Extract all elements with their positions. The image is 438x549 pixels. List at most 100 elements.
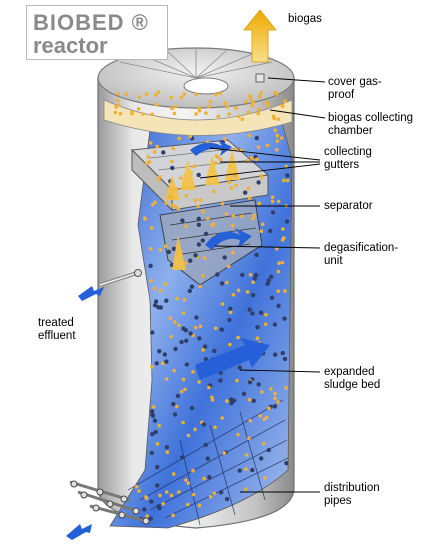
sludge-particle bbox=[219, 281, 225, 286]
sludge-particle bbox=[282, 316, 287, 321]
sludge-particle bbox=[196, 222, 202, 227]
cover-valve bbox=[255, 73, 265, 83]
gas-bubble bbox=[280, 260, 285, 265]
gas-bubble bbox=[212, 491, 216, 496]
gas-bubble bbox=[240, 117, 245, 121]
gas-bubble bbox=[150, 365, 154, 369]
gas-bubble bbox=[244, 487, 248, 491]
gas-bubble bbox=[276, 400, 280, 404]
gas-bubble bbox=[145, 514, 149, 518]
gas-bubble bbox=[141, 112, 145, 116]
gas-bubble bbox=[193, 427, 197, 432]
gas-bubble bbox=[236, 432, 240, 437]
sludge-particle bbox=[219, 327, 224, 332]
gas-bubble bbox=[116, 98, 120, 103]
gas-bubble bbox=[114, 105, 118, 109]
sludge-particle bbox=[259, 456, 264, 461]
gas-bubble bbox=[208, 99, 213, 104]
gas-bubble bbox=[170, 203, 175, 208]
sludge-particle bbox=[197, 336, 202, 341]
gas-bubble bbox=[227, 112, 232, 116]
gas-bubble bbox=[152, 150, 157, 154]
gas-bubble bbox=[164, 201, 168, 205]
gas-bubble bbox=[150, 112, 154, 116]
inlet-arrow bbox=[66, 524, 92, 540]
gas-bubble bbox=[247, 436, 251, 441]
gas-bubble bbox=[175, 296, 179, 301]
gas-bubble bbox=[169, 95, 174, 100]
gas-bubble bbox=[216, 155, 220, 160]
gas-bubble bbox=[208, 495, 213, 499]
sludge-particle bbox=[207, 475, 212, 480]
gas-bubble bbox=[220, 416, 224, 420]
sludge-particle bbox=[212, 348, 217, 354]
sludge-particle bbox=[240, 272, 245, 278]
title-box: BIOBED ® reactor bbox=[26, 5, 168, 60]
gas-bubble bbox=[149, 279, 153, 283]
gas-bubble bbox=[272, 116, 277, 121]
gas-bubble bbox=[149, 226, 154, 230]
sludge-particle bbox=[150, 330, 155, 335]
sludge-particle bbox=[157, 349, 162, 354]
gas-bubble bbox=[276, 269, 281, 274]
gas-bubble bbox=[136, 107, 141, 111]
gas-bubble bbox=[175, 404, 179, 409]
gas-bubble bbox=[179, 176, 183, 180]
gas-bubble bbox=[181, 420, 185, 425]
sludge-particle bbox=[276, 303, 281, 308]
gas-bubble bbox=[236, 288, 241, 293]
gas-bubble bbox=[225, 280, 229, 285]
gas-bubble bbox=[259, 229, 264, 233]
gas-bubble bbox=[210, 398, 215, 402]
gas-bubble bbox=[184, 478, 188, 482]
gas-bubble bbox=[275, 133, 280, 138]
gas-bubble bbox=[161, 502, 165, 506]
label-effluent: treated effluent bbox=[38, 317, 76, 342]
gas-bubble bbox=[267, 406, 271, 411]
sludge-particle bbox=[205, 456, 210, 461]
sludge-particle bbox=[161, 150, 166, 155]
gas-bubble bbox=[156, 90, 161, 94]
sludge-particle bbox=[203, 344, 208, 349]
gas-bubble bbox=[118, 111, 123, 116]
sludge-particle bbox=[218, 378, 223, 383]
gas-bubble bbox=[246, 186, 251, 191]
gas-bubble bbox=[191, 370, 195, 374]
sludge-particle bbox=[256, 180, 261, 185]
sludge-particle bbox=[149, 450, 154, 456]
gas-bubble bbox=[281, 227, 285, 231]
gas-bubble bbox=[213, 425, 217, 430]
sludge-particle bbox=[266, 447, 271, 453]
sludge-particle bbox=[284, 461, 289, 466]
gas-bubble bbox=[194, 112, 198, 116]
gas-bubble bbox=[186, 433, 191, 438]
gas-bubble bbox=[283, 289, 287, 293]
label-chamber: biogas collecting chamber bbox=[328, 112, 414, 137]
cover-ribs bbox=[119, 48, 273, 79]
gas-bubble bbox=[186, 481, 191, 485]
gas-bubble bbox=[247, 133, 252, 138]
gas-bubble bbox=[283, 99, 287, 103]
gas-bubble bbox=[218, 157, 223, 162]
sludge-particle bbox=[164, 359, 169, 364]
label-biogas: biogas bbox=[288, 13, 322, 25]
sludge-particle bbox=[273, 352, 278, 357]
gas-bubble bbox=[260, 175, 264, 179]
gas-bubble bbox=[164, 244, 168, 248]
gas-bubble bbox=[113, 110, 118, 115]
particles bbox=[113, 90, 290, 522]
gas-bubble bbox=[144, 496, 149, 501]
effluent-pipe bbox=[99, 269, 142, 287]
gas-bubble bbox=[264, 100, 269, 105]
sludge-particle bbox=[253, 272, 259, 278]
sludge-particle bbox=[254, 252, 259, 258]
leader-lines bbox=[199, 77, 326, 493]
gas-bubble bbox=[273, 391, 277, 396]
gas-bubble bbox=[286, 178, 290, 183]
gas-bubble bbox=[202, 256, 207, 261]
gas-bubble bbox=[168, 316, 173, 321]
gas-bubble bbox=[137, 95, 142, 99]
sludge-particle bbox=[173, 346, 178, 352]
gas-bubble bbox=[222, 451, 227, 455]
